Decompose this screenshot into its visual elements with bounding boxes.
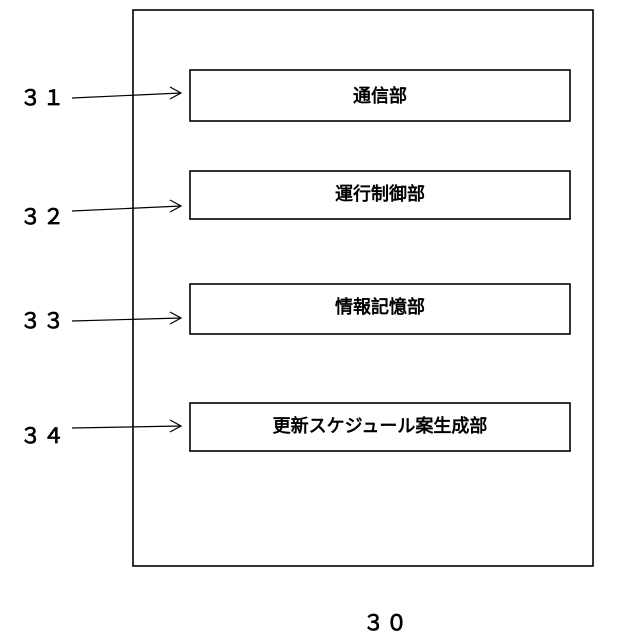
component-label: 通信部 xyxy=(353,85,407,107)
component-label: 更新スケジュール案生成部 xyxy=(273,415,488,437)
leader-arrow-34 xyxy=(72,420,181,432)
leader-arrow-31 xyxy=(72,87,181,99)
leader-arrow-33 xyxy=(72,312,181,324)
leader-arrow-32 xyxy=(72,200,181,212)
component-information-storage: 情報記憶部 xyxy=(190,284,570,334)
ref-numeral-33: ３３ xyxy=(20,309,66,333)
ref-numeral-32: ３２ xyxy=(20,205,66,229)
ref-numeral-34: ３４ xyxy=(20,424,66,448)
component-operation-control: 運行制御部 xyxy=(190,171,570,219)
component-schedule-generation: 更新スケジュール案生成部 xyxy=(190,403,570,451)
ref-numeral-30: ３０ xyxy=(363,611,409,635)
component-communication: 通信部 xyxy=(190,70,570,121)
component-label: 運行制御部 xyxy=(335,183,425,205)
component-label: 情報記憶部 xyxy=(335,296,425,318)
ref-numeral-31: ３１ xyxy=(20,86,66,110)
